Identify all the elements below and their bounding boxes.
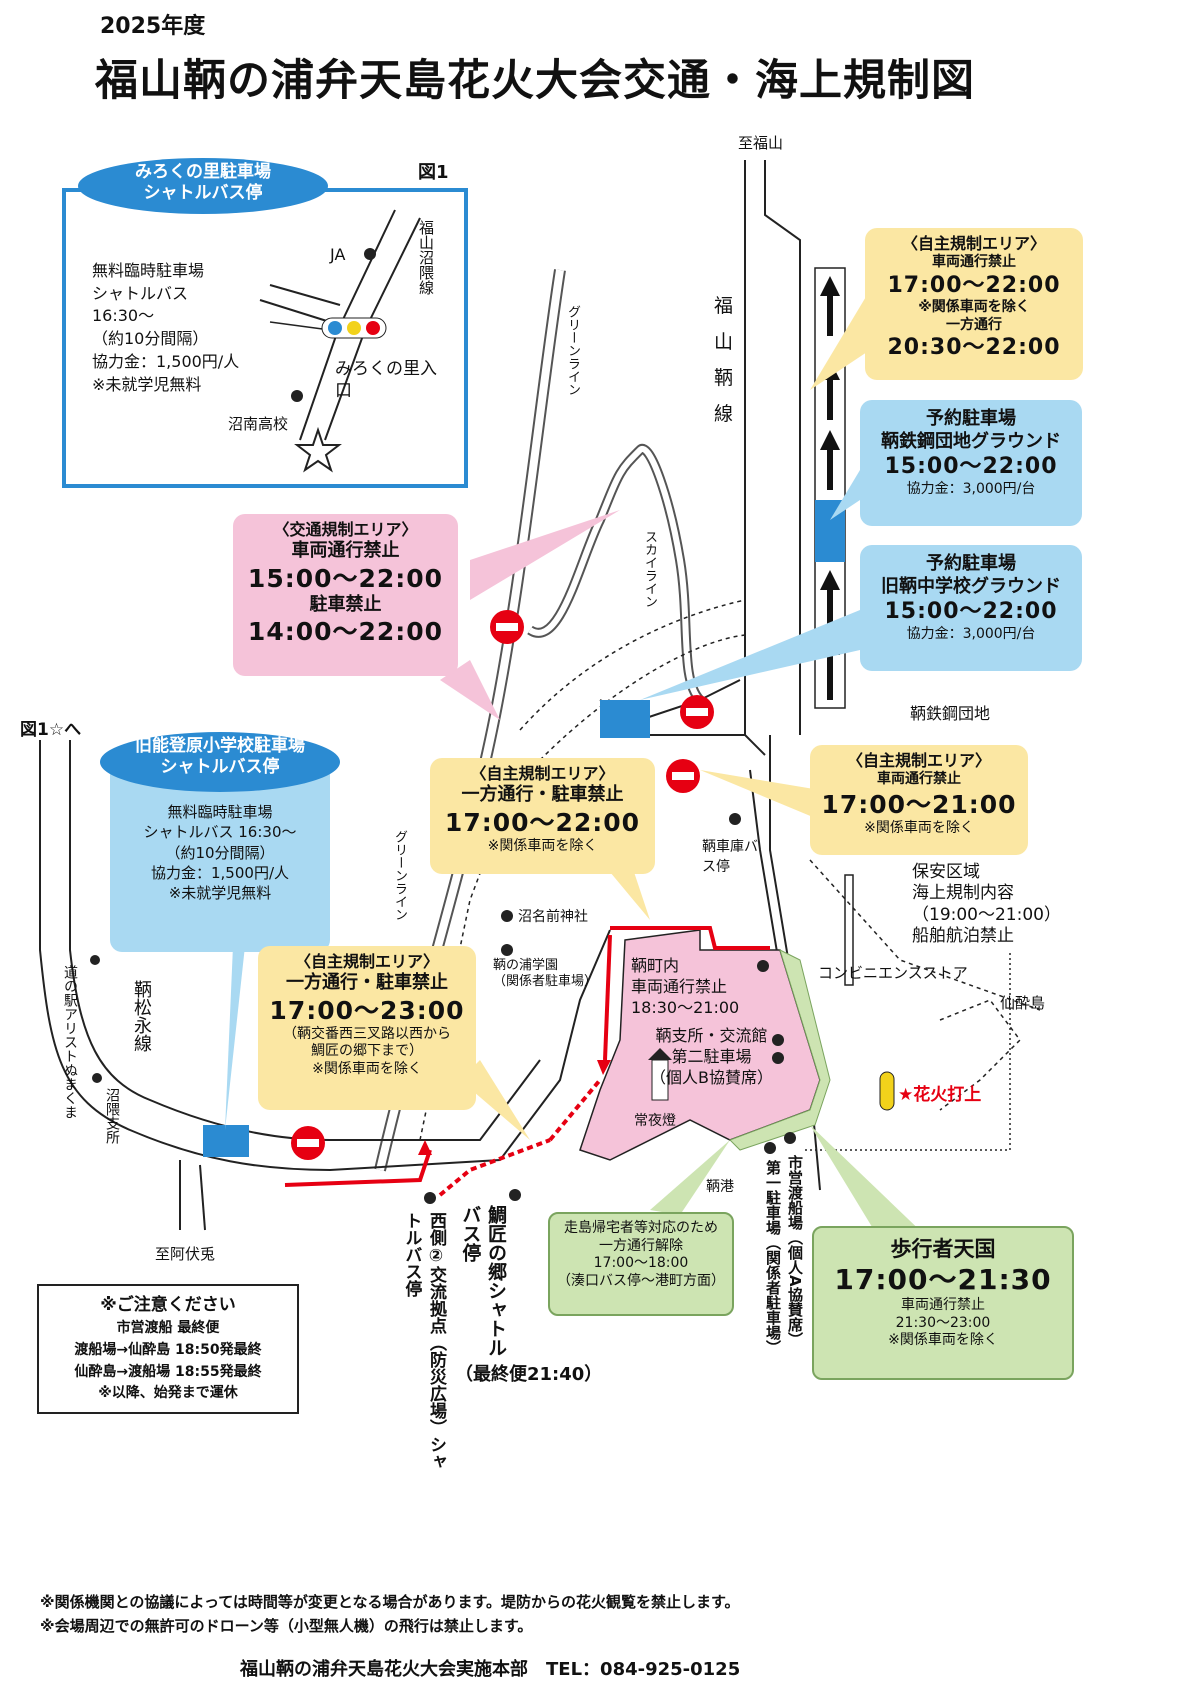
fireworks-marker bbox=[879, 1071, 895, 1111]
tomosha-bus-stop-label: 鞆車庫バス停 bbox=[702, 839, 758, 875]
west-stop-label: 西側②交流拠点（防災広場）シャトルバス停 bbox=[401, 1212, 446, 1470]
konbini-label: コンビニエンスストア bbox=[818, 964, 968, 982]
ferry-parking-label: 市営渡船場（個人A協賛席） bbox=[786, 1155, 804, 1347]
old-school-oval: 旧能登原小学校駐車場シャトルバス停 bbox=[100, 732, 340, 792]
inset-school-label: 沼南高校 bbox=[228, 415, 289, 433]
notice-frame bbox=[37, 1284, 299, 1414]
michinoeki-label: 道の駅アリストぬまくま bbox=[62, 965, 78, 1119]
shrine-label: 沼名前神社 bbox=[518, 909, 588, 925]
no-entry-signs bbox=[291, 610, 714, 1160]
year-label: 2025年度 bbox=[100, 14, 206, 39]
taishou-stop-label: 鯛匠の郷シャトルバス停 bbox=[459, 1205, 507, 1357]
tomo-matsunaga-line-label: 鞆松永線 bbox=[131, 980, 152, 1052]
sea-boundary bbox=[805, 874, 1011, 1151]
green-line-upper-label: グリーンライン bbox=[565, 305, 580, 396]
fig1-ref-label: 図1☆へ bbox=[20, 720, 82, 740]
green-small-box: 走島帰宅者等対応のため 一方通行解除 17:00～18:00 （湊口バス停～港町… bbox=[548, 1212, 734, 1316]
red-restriction bbox=[284, 926, 770, 1197]
tomotetsu-danchi-label: 鞆鉄鋼団地 bbox=[910, 704, 991, 723]
fig1-label: 図1 bbox=[418, 162, 449, 183]
map-dots bbox=[90, 813, 796, 1204]
inset-road-label: 福山沼隈線 bbox=[417, 220, 435, 295]
hoan-area-text: 保安区域海上規制内容（19:00～21:00）船舶航泊禁止 bbox=[912, 862, 1061, 946]
shisho-parking-text: 鞆支所・交流館第二駐車場（個人B協賛席） bbox=[650, 1026, 773, 1087]
sensuijima-label: 仙酔島 bbox=[1000, 994, 1046, 1012]
to-fukuyama-label: 至福山 bbox=[738, 134, 784, 152]
star-icon bbox=[294, 426, 342, 473]
lighthouse-label: 常夜燈 bbox=[634, 1113, 676, 1129]
page-title: 福山鞆の浦弁天島花火大会交通・海上規制図 bbox=[95, 56, 975, 106]
daiichi-parking-label: 第一駐車場（関係者駐車場） bbox=[764, 1160, 782, 1355]
self-restriction-right-box: 〈自主規制エリア〉 車両通行禁止 17:00～21:00 ※関係車両を除く bbox=[810, 745, 1028, 855]
footer-organizer: 福山鞆の浦弁天島花火大会実施本部 TEL：084-925-0125 bbox=[240, 1659, 741, 1680]
green-line-lower-label: グリーンライン bbox=[392, 830, 407, 921]
reserved-parking-1-box: 予約駐車場 鞆鉄鋼団地グラウンド 15:00～22:00 協力金：3,000円/… bbox=[860, 400, 1082, 526]
inset-entrance-label: みろくの里入口 bbox=[335, 359, 437, 402]
skyline-label: スカイライン bbox=[642, 530, 657, 608]
to-abuto-label: 至阿伏兎 bbox=[155, 1245, 216, 1263]
old-school-parking-box: 無料臨時駐車場 シャトルバス 16:30～ （約10分間隔） 協力金：1,500… bbox=[110, 760, 330, 952]
pedestrian-paradise-box: 歩行者天国 17:00～21:30 車両通行禁止 21:30～23:00 ※関係… bbox=[812, 1226, 1074, 1380]
self-restriction-top-box: 〈自主規制エリア〉 車両通行禁止 17:00～22:00 ※関係車両を除く 一方… bbox=[865, 228, 1083, 380]
numakuma-shisho-label: 沼隈支所 bbox=[104, 1088, 120, 1144]
inset-signal bbox=[321, 317, 387, 339]
pedestrian-area bbox=[729, 949, 831, 1151]
fireworks-label: ★花火打上 bbox=[898, 1085, 982, 1105]
gakuen-label: 鞆の浦学園（関係者駐車場） bbox=[493, 958, 598, 990]
inset-oval: みろくの里駐車場シャトルバス停 bbox=[78, 158, 328, 214]
tomo-port-label: 鞆港 bbox=[706, 1179, 734, 1195]
traffic-restriction-box: 〈交通規制エリア〉 車両通行禁止 15:00～22:00 駐車禁止 14:00～… bbox=[233, 514, 458, 676]
notice-box: ※ご注意ください 市営渡船 最終便 渡船場→仙酔島 18:50発最終 仙酔島→渡… bbox=[74, 1295, 262, 1402]
lighthouse-icon bbox=[648, 1048, 672, 1101]
parking-old-notohara bbox=[203, 1125, 249, 1157]
ja-label: JA bbox=[330, 245, 346, 264]
last-bus-label: （最終便21:40） bbox=[455, 1364, 603, 1385]
self-restriction-low-box: 〈自主規制エリア〉 一方通行・駐車禁止 17:00～23:00 （鞆交番西三叉路… bbox=[258, 946, 476, 1110]
self-restriction-mid-box: 〈自主規制エリア〉 一方通行・駐車禁止 17:00～22:00 ※関係車両を除く bbox=[430, 758, 655, 874]
reserved-parking-2-box: 予約駐車場 旧鞆中学校グラウンド 15:00～22:00 協力金：3,000円/… bbox=[860, 545, 1082, 671]
footer-notes: ※関係機関との協議によっては時間等が変更となる場合があります。堤防からの花火観覧… bbox=[40, 1593, 740, 1635]
tomo-line-label: 福山鞆線 bbox=[714, 295, 734, 426]
parking-old-junior-high bbox=[600, 700, 650, 738]
